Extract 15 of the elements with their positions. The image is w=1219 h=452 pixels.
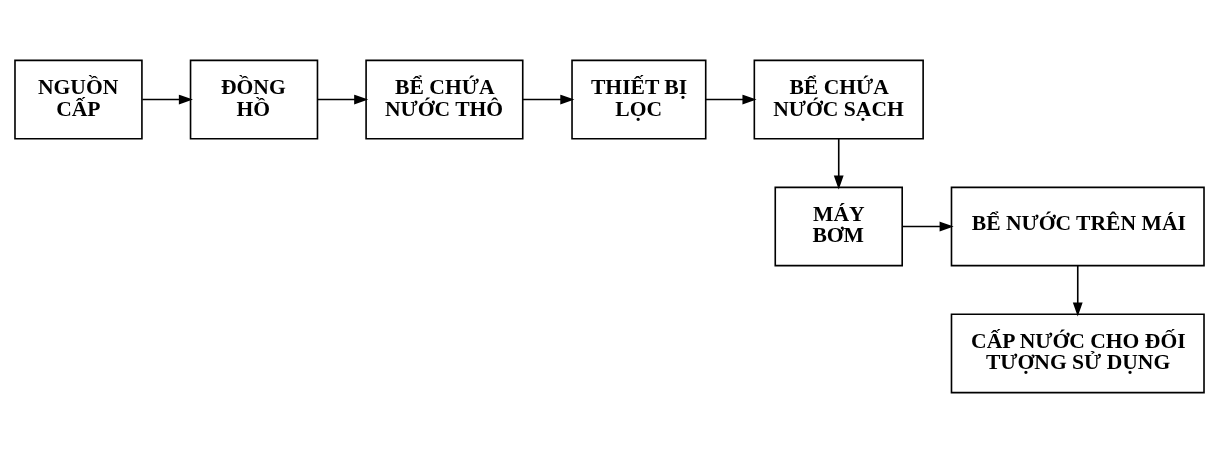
node-box: THIẾT BỊ LỌC <box>571 59 707 140</box>
node-box: ĐỒNG HỒ <box>189 59 319 140</box>
node-box: BỂ NƯỚC TRÊN MÁI <box>950 186 1205 266</box>
node-box: NGUỒN CẤP <box>14 59 143 140</box>
node-box: CẤP NƯỚC CHO ĐỐI TƯỢNG SỬ DỤNG <box>950 312 1205 393</box>
arrow <box>901 221 954 231</box>
arrow <box>317 94 369 104</box>
node-box: BỂ CHỨA NƯỚC SẠCH <box>753 59 924 140</box>
arrow <box>705 94 757 104</box>
arrow <box>833 137 844 189</box>
arrow <box>1072 264 1083 316</box>
arrow <box>522 94 575 104</box>
arrow <box>141 94 193 104</box>
node-box: BỂ CHỨA NƯỚC THÔ <box>365 59 524 140</box>
node-box: MÁY BƠM <box>774 186 903 266</box>
